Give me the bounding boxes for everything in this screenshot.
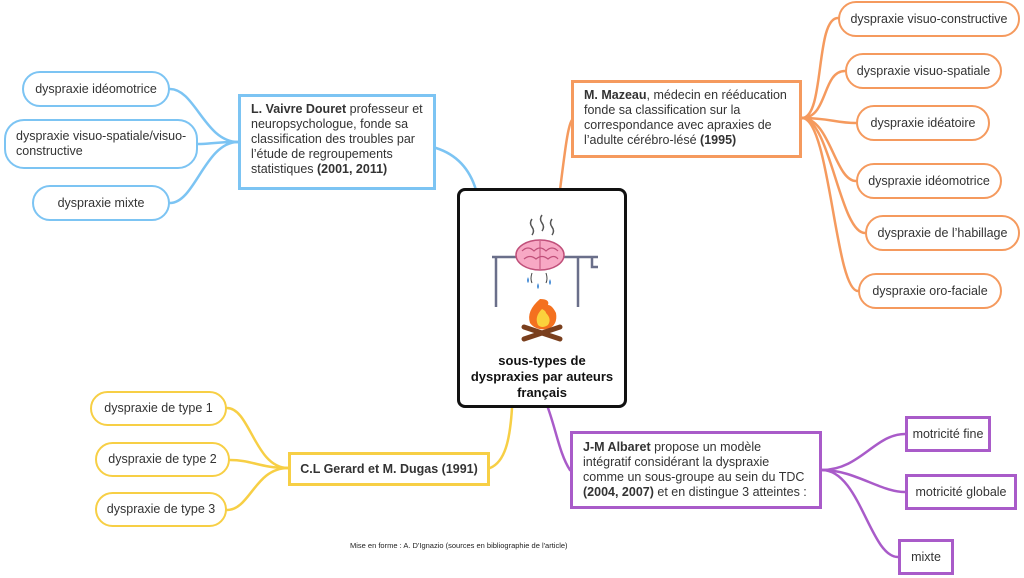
central-title: sous-types de dyspraxies par auteurs fra… (470, 353, 614, 400)
connector-mazeau-leaf-2 (800, 69, 847, 120)
albaret-years: (2004, 2007) (583, 485, 654, 499)
connector-gerard-leaf-3 (225, 466, 290, 512)
vaivre-douret-node: L. Vaivre Douret professeur et neuropsyc… (238, 94, 436, 190)
credits-footer: Mise en forme : A. D'Ignazio (sources en… (350, 541, 568, 550)
albaret-node: J-M Albaret propose un modèle intégratif… (570, 431, 822, 509)
gerard-dugas-node: C.L Gerard et M. Dugas (1991) (288, 452, 490, 486)
albaret-subtype-motricite-globale: motricité globale (905, 474, 1017, 510)
mazeau-description: , médecin en rééducation fonde sa classi… (584, 88, 787, 147)
mazeau-subtype-ideatoire: dyspraxie idéatoire (856, 105, 990, 141)
mazeau-subtype-visuo-constructive: dyspraxie visuo-constructive (838, 1, 1020, 37)
mazeau-author: M. Mazeau (584, 88, 647, 102)
mazeau-subtype-oro-faciale: dyspraxie oro-faciale (858, 273, 1002, 309)
connector-vaivre-leaf-1 (168, 87, 240, 144)
gerard-subtype-type-3: dyspraxie de type 3 (95, 492, 227, 527)
connector-albaret-leaf-3 (820, 468, 900, 559)
albaret-subtype-motricite-fine: motricité fine (905, 416, 991, 452)
mazeau-node: M. Mazeau, médecin en rééducation fonde … (571, 80, 802, 158)
connector-mazeau-leaf-4 (800, 116, 858, 183)
connector-albaret-leaf-1 (820, 432, 907, 472)
mazeau-subtype-ideomotrice: dyspraxie idéomotrice (856, 163, 1002, 199)
central-topic: sous-types de dyspraxies par auteurs fra… (457, 188, 627, 408)
vaivre-subtype-visuo-spatiale: dyspraxie visuo-spatiale/visuo-construct… (4, 119, 198, 169)
connector-vaivre-leaf-3 (168, 140, 240, 205)
connector-albaret-leaf-2 (820, 468, 907, 494)
gerard-subtype-type-1: dyspraxie de type 1 (90, 391, 227, 426)
connector-central-mazeau (558, 118, 574, 192)
connector-gerard-leaf-2 (228, 458, 290, 470)
gerard-label: C.L Gerard et M. Dugas (1991) (300, 461, 478, 476)
vaivre-description: professeur et neuropsychologue, fonde sa… (251, 102, 423, 176)
brain-over-campfire-icon (492, 214, 598, 342)
connector-mazeau-leaf-6 (800, 116, 860, 293)
gerard-subtype-type-2: dyspraxie de type 2 (95, 442, 230, 477)
connector-central-gerard (488, 406, 514, 470)
connector-mazeau-leaf-1 (800, 16, 840, 120)
vaivre-subtype-ideomotrice: dyspraxie idéomotrice (22, 71, 170, 107)
vaivre-years: (2001, 2011) (317, 162, 388, 176)
vaivre-subtype-mixte: dyspraxie mixte (32, 185, 170, 221)
connector-gerard-leaf-1 (225, 406, 290, 470)
albaret-description: propose un modèle intégratif considérant… (583, 440, 805, 484)
mazeau-subtype-habillage: dyspraxie de l’habillage (865, 215, 1020, 251)
albaret-author: J-M Albaret (583, 440, 651, 454)
connector-central-albaret (546, 406, 572, 472)
mazeau-subtype-visuo-spatiale: dyspraxie visuo-spatiale (845, 53, 1002, 89)
vaivre-author: L. Vaivre Douret (251, 102, 347, 116)
connector-central-vaivre (434, 146, 478, 192)
albaret-subtype-mixte: mixte (898, 539, 954, 575)
albaret-description-end: et en distingue 3 atteintes : (653, 485, 807, 499)
mazeau-years: (1995) (700, 133, 737, 147)
